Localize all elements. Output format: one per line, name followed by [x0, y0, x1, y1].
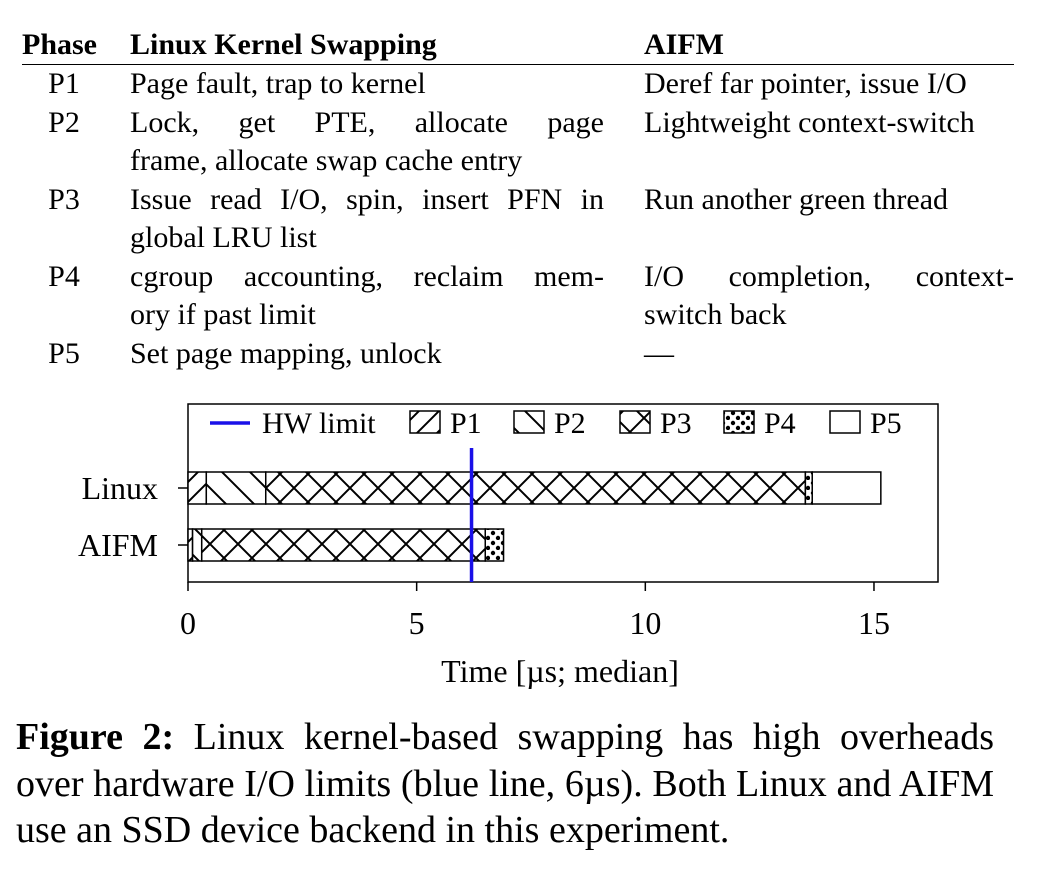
aifm-cell-line: switch back [644, 298, 787, 331]
legend-p2-label: P2 [554, 407, 586, 440]
linux-cell-line: Set page mapping, unlock [130, 336, 442, 370]
aifm-cell-line: Run another green thread [644, 182, 949, 216]
caption-label: Figure 2: [16, 716, 175, 758]
aifm-cell: I/O completion, context-switch back [634, 258, 1014, 335]
legend-p1-swatch [409, 410, 441, 434]
bar-linux-p2 [205, 471, 267, 505]
table-row: P4 cgroup accounting, reclaim mem-ory if … [22, 258, 1014, 335]
legend-p4-swatch [723, 410, 755, 434]
linux-cell: Issue read I/O, spin, insert PFN in globa… [130, 181, 634, 258]
legend-p3-swatch [619, 410, 651, 434]
phase-cell: P4 [48, 259, 80, 293]
x-tick-label: 0 [180, 605, 196, 641]
phase-cell: P1 [48, 67, 80, 100]
bar-aifm-p4 [484, 528, 505, 562]
aifm-cell-line: Deref far pointer, issue I/O [644, 67, 967, 100]
x-axis-label: Time [µs; median] [441, 653, 679, 689]
bar-linux-p5 [811, 471, 882, 505]
linux-cell-line: cgroup accounting, reclaim mem- [130, 259, 604, 293]
phase-cell: P2 [48, 105, 80, 139]
table-row: P2 Lock, get PTE, allocate page frame, all… [22, 104, 1014, 181]
aifm-cell-line: Lightweight context-switch [644, 105, 975, 139]
table-row: P1 Page fault, trap to kernel Deref far po… [22, 65, 1014, 104]
bar-aifm-p3 [200, 528, 487, 562]
aifm-cell: Deref far pointer, issue I/O [634, 65, 1014, 104]
legend-p5-label: P5 [870, 407, 902, 440]
linux-cell: Lock, get PTE, allocate page frame, alloc… [130, 104, 634, 181]
aifm-cell-line: — [644, 336, 674, 370]
table-row: P5 Set page mapping, unlock — [22, 335, 1014, 374]
linux-cell-line: global LRU list [130, 221, 317, 254]
legend-p1-label: P1 [450, 407, 482, 440]
linux-cell-line: Issue read I/O, spin, insert PFN in [130, 182, 604, 216]
linux-cell-line: frame, allocate swap cache entry [130, 144, 523, 177]
aifm-cell: Lightweight context-switch [634, 104, 1014, 181]
x-tick-label: 10 [629, 605, 661, 641]
y-tick-label: Linux [82, 470, 158, 506]
aifm-cell: — [634, 335, 1014, 374]
bar-aifm-p2 [191, 528, 203, 562]
linux-cell-line: Page fault, trap to kernel [130, 67, 426, 100]
phase-cell: P5 [48, 336, 80, 370]
bar-linux-p1 [187, 471, 208, 505]
x-tick-label: 15 [858, 605, 890, 641]
linux-cell: Page fault, trap to kernel [130, 65, 634, 104]
linux-cell-line: Lock, get PTE, allocate page [130, 105, 604, 139]
legend-hw-limit-label: HW limit [262, 407, 376, 440]
y-tick-label: AIFM [78, 527, 158, 563]
table-header-row: Phase Linux Kernel Swapping AIFM [22, 26, 1014, 65]
table-row: P3 Issue read I/O, spin, insert PFN in glo… [22, 181, 1014, 258]
linux-cell-line: ory if past limit [130, 298, 316, 331]
phase-cell: P3 [48, 182, 80, 216]
column-header-phase: Phase [22, 26, 130, 65]
bar-linux-p3 [264, 471, 807, 505]
bar-linux-p4 [804, 471, 813, 505]
aifm-cell: Run another green thread [634, 181, 1014, 258]
column-header-linux: Linux Kernel Swapping [130, 26, 634, 65]
caption-text: Linux kernel-based swapping has high ove… [16, 716, 995, 851]
legend-p2-swatch [513, 410, 545, 434]
column-header-aifm: AIFM [634, 26, 1014, 65]
phase-table: Phase Linux Kernel Swapping AIFM P1 Page … [22, 26, 1014, 373]
linux-cell: Set page mapping, unlock [130, 335, 634, 374]
legend-p5-swatch [829, 410, 861, 434]
legend-p3-label: P3 [660, 407, 692, 440]
linux-cell: cgroup accounting, reclaim mem-ory if pa… [130, 258, 634, 335]
x-tick-label: 5 [409, 605, 425, 641]
aifm-cell-line: I/O completion, context- [644, 259, 1014, 293]
legend-p4-label: P4 [764, 407, 796, 440]
figure-caption: Figure 2: Linux kernel-based swapping ha… [16, 714, 994, 854]
